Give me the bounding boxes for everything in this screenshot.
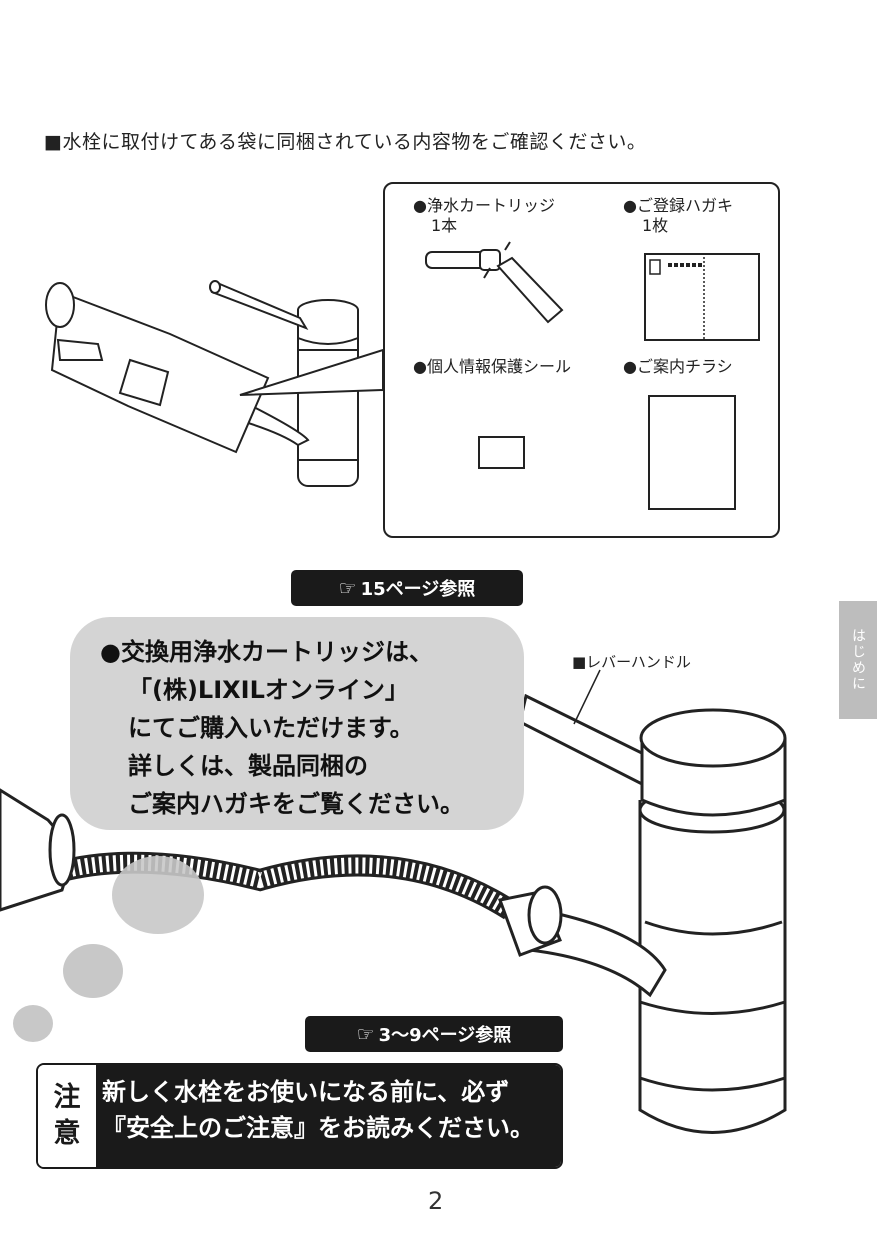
bubble-dot-small	[13, 1005, 53, 1042]
bubble-line-5: ご案内ハガキをご覧ください。	[128, 790, 464, 818]
bubble-line-3: にてご購入いただけます。	[128, 714, 414, 742]
caution-box: 注 意 新しく水栓をお使いになる前に、必ず 『安全上のご注意』をお読みください。	[36, 1063, 563, 1169]
page-ref-tag-3-9: ☞ 3～9ページ参照	[305, 1016, 563, 1052]
caution-line-2: 『安全上のご注意』をお読みください。	[102, 1114, 534, 1142]
caution-text: 新しく水栓をお使いになる前に、必ず 『安全上のご注意』をお読みください。	[96, 1065, 561, 1167]
section-tab[interactable]: はじめに	[839, 601, 877, 719]
caution-heading-char-1: 注	[53, 1082, 81, 1113]
page-ref-tag-15: ☞ 15ページ参照	[291, 570, 523, 606]
caution-line-1: 新しく水栓をお使いになる前に、必ず	[102, 1078, 510, 1106]
faucet-illustration-bottom	[0, 693, 787, 1134]
pointing-hand-icon: ☞	[356, 1022, 375, 1046]
cartridge-icon	[425, 241, 564, 324]
bubble-dot-medium	[63, 944, 123, 998]
postcard-icon	[644, 253, 760, 341]
faucet-illustration-top	[45, 280, 384, 487]
page-ref-text: 3～9ページ参照	[378, 1025, 512, 1046]
postcard-qty: 1枚	[642, 216, 669, 235]
contents-box	[383, 182, 780, 538]
lever-handle-label: ■レバーハンドル	[572, 653, 691, 671]
intro-text: ■水栓に取付けてある袋に同梱されている内容物をご確認ください。	[44, 131, 647, 153]
cartridge-info-bubble: ●交換用浄水カートリッジは、 「(株)LIXILオンライン」 にてご購入いただけ…	[70, 617, 524, 830]
page-ref-text: 15ページ参照	[360, 579, 476, 600]
privacy-seal-icon	[478, 436, 525, 469]
caution-heading: 注 意	[38, 1065, 96, 1167]
caution-heading-char-2: 意	[53, 1118, 81, 1149]
postcard-label: ●ご登録ハガキ	[623, 196, 733, 215]
bubble-line-2: 「(株)LIXILオンライン」	[128, 676, 409, 704]
lever-leader-line	[573, 669, 601, 725]
cartridge-label: ●浄水カートリッジ	[413, 196, 555, 215]
page-number: 2	[428, 1187, 444, 1215]
privacy-seal-label: ●個人情報保護シール	[413, 357, 571, 376]
bubble-dot-large	[112, 856, 204, 934]
bubble-line-1: ●交換用浄水カートリッジは、	[100, 638, 433, 666]
cartridge-qty: 1本	[431, 216, 458, 235]
flyer-label: ●ご案内チラシ	[623, 357, 733, 376]
flyer-icon	[648, 395, 736, 510]
pointing-hand-icon: ☞	[338, 576, 357, 600]
bubble-line-4: 詳しくは、製品同梱の	[128, 752, 368, 780]
